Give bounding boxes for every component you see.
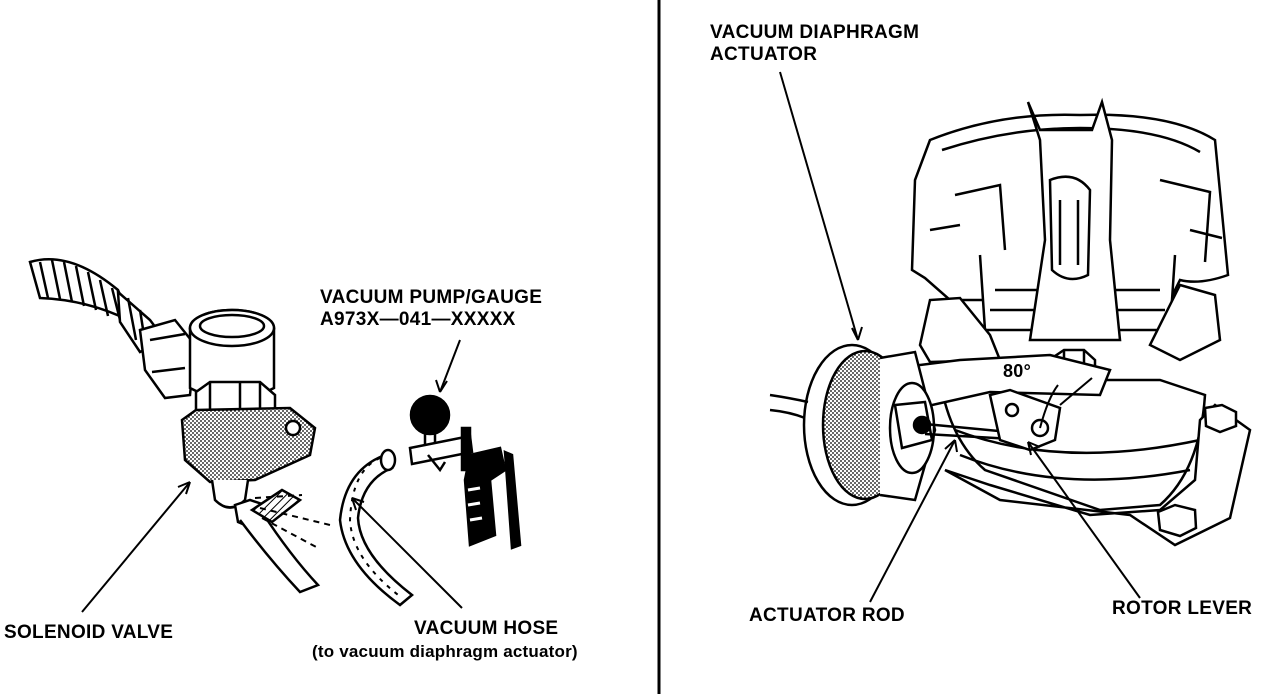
solenoid-valve-label: SOLENOID VALVE — [4, 622, 174, 643]
rotor-leader-line — [1027, 441, 1141, 599]
distributor-assembly — [769, 97, 1252, 547]
hose-leader-line — [351, 497, 463, 609]
actuator-rod-label: ACTUATOR ROD — [749, 605, 905, 626]
vacuum-hose-label: VACUUM HOSE — [414, 618, 559, 639]
solenoid-leader-line — [81, 481, 191, 613]
actuator-leader-line — [779, 71, 859, 341]
vacuum-pump-label-line1: VACUUM PUMP/GAUGE — [320, 287, 543, 308]
hose-to-nipple — [239, 488, 331, 594]
vacuum-pump-label: VACUUM PUMP/GAUGE A973X—041—XXXXX — [320, 287, 542, 331]
vacuum-hose — [338, 448, 414, 607]
actuator-label: VACUUM DIAPHRAGM ACTUATOR — [710, 22, 919, 66]
solenoid-valve-assembly — [28, 258, 317, 530]
actuator-label-line2: ACTUATOR — [710, 44, 818, 65]
angle-indicator — [1039, 377, 1093, 429]
rod-leader-line — [869, 439, 956, 603]
rotor-lever-label: ROTOR LEVER — [1112, 598, 1253, 619]
right-leader-lines — [779, 71, 1141, 603]
pump-leader-line — [439, 339, 461, 393]
left-leader-lines — [81, 339, 463, 613]
angle-label: 80° — [1003, 361, 1032, 381]
vacuum-pump-part-number: A973X—041—XXXXX — [320, 309, 516, 330]
vacuum-hose-sublabel: (to vacuum diaphragm actuator) — [312, 642, 578, 661]
vacuum-pump-gauge — [408, 394, 522, 550]
actuator-label-line1: VACUUM DIAPHRAGM — [710, 22, 920, 43]
